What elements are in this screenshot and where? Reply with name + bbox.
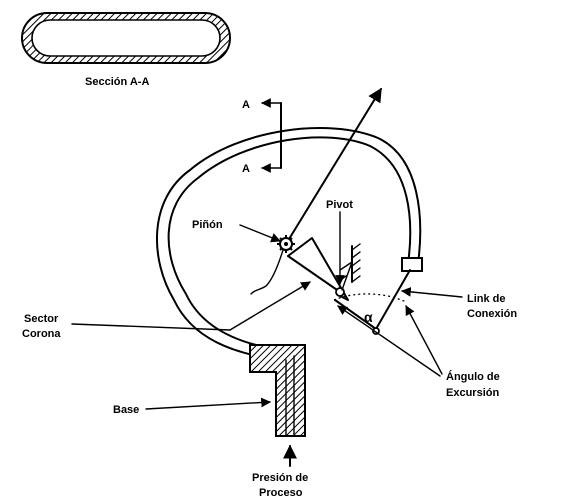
pressure-label-line2: Proceso — [259, 487, 303, 499]
sector-label-line1: Sector — [24, 313, 59, 325]
section-mark-top: A — [242, 99, 250, 111]
tube-tip — [401, 257, 423, 272]
base-leader — [145, 397, 271, 410]
sector-leader-arrow — [229, 281, 311, 331]
bourdon-tube — [155, 127, 422, 361]
hairspring — [250, 249, 284, 295]
link-label-line2: Conexión — [467, 308, 517, 320]
base-socket — [249, 344, 306, 437]
alpha-symbol: α — [364, 309, 373, 325]
link-label-line1: Link de — [467, 293, 506, 305]
pressure-label-line1: Presión de — [252, 472, 308, 484]
section-cut-marker — [261, 98, 282, 173]
pointer — [285, 87, 382, 245]
sector-gear — [287, 237, 349, 301]
sector-leader — [71, 323, 231, 331]
section-a-a-drawing — [21, 12, 231, 64]
pivot — [335, 243, 361, 297]
pinion-label: Piñón — [192, 219, 223, 231]
pinion-gear — [277, 235, 295, 253]
section-mark-bottom: A — [242, 163, 250, 175]
angle-leader-2 — [337, 305, 441, 377]
connecting-link — [334, 269, 411, 335]
angle-leader-1 — [405, 305, 443, 375]
angle-label-line1: Ángulo de — [446, 370, 500, 383]
sector-label-line2: Corona — [22, 328, 61, 340]
link-leader — [401, 287, 463, 298]
section-label: Sección A-A — [85, 76, 149, 88]
pivot-label: Pivot — [326, 199, 353, 211]
base-label: Base — [113, 404, 139, 416]
pinion-leader — [239, 224, 281, 243]
angle-label-line2: Excursión — [446, 387, 499, 399]
